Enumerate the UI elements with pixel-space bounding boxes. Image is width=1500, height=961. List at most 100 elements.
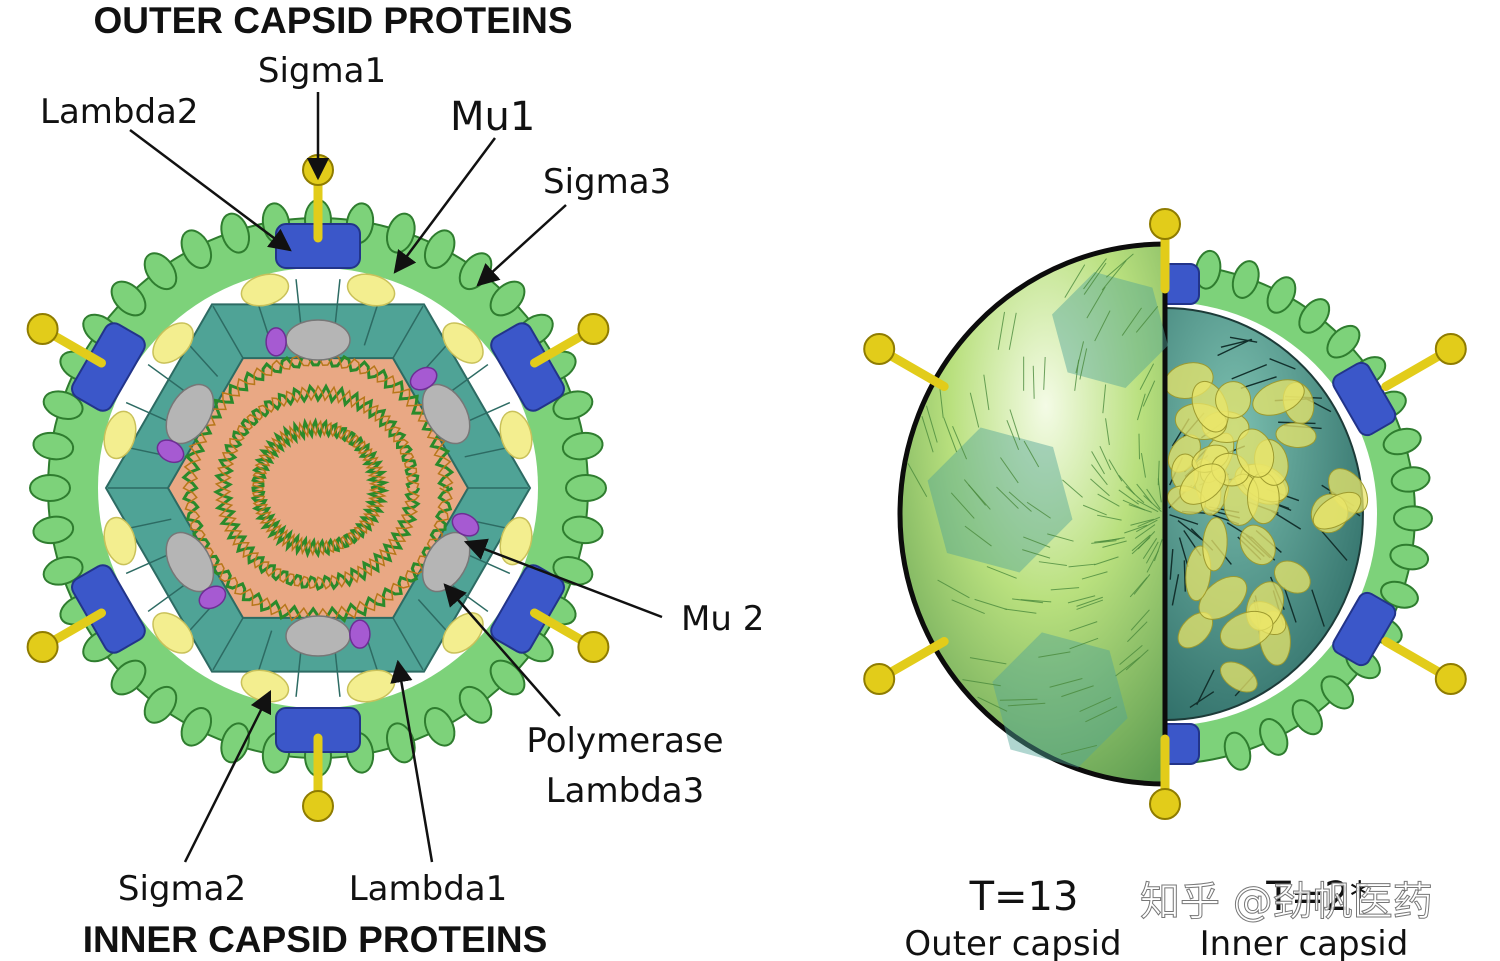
mesh-line	[1178, 537, 1189, 568]
mesh-line	[1026, 501, 1051, 519]
green-bump	[552, 390, 594, 421]
mesh-line	[1118, 489, 1139, 505]
green-bump	[1223, 731, 1252, 771]
sigma2-oval	[152, 612, 194, 654]
mesh-line	[1136, 519, 1158, 533]
polymerase-lambda3	[165, 319, 471, 657]
mesh-line	[1133, 574, 1151, 595]
mesh-line	[1153, 537, 1164, 562]
mesh-line	[1130, 518, 1154, 526]
label-polymerase: Polymerase	[526, 721, 723, 761]
label-arrows	[129, 92, 663, 863]
green-bump	[1390, 466, 1431, 493]
labels: OUTER CAPSID PROTEINS Sigma1 Lambda2 Mu1…	[40, 0, 1433, 961]
mesh-line	[974, 598, 1008, 610]
green-bump	[423, 229, 456, 269]
green-bump	[42, 390, 84, 421]
inner-capsid-heading: INNER CAPSID PROTEINS	[83, 919, 548, 960]
inner-oval	[1235, 428, 1275, 478]
cell-line	[392, 305, 424, 359]
mesh-line	[1076, 599, 1104, 610]
mesh-line	[1311, 589, 1325, 627]
green-bump	[1291, 699, 1323, 736]
sigma2-oval	[346, 273, 396, 307]
mesh-line	[999, 698, 1038, 701]
mesh-line	[1136, 499, 1159, 513]
mesh-line	[943, 417, 958, 453]
mesh-line	[1240, 376, 1277, 389]
sigma2-oval	[442, 322, 484, 364]
green-bump	[561, 515, 604, 545]
mesh-line	[1127, 621, 1148, 643]
green-bump	[1392, 505, 1433, 532]
mesh-line	[1069, 637, 1099, 650]
mesh-line	[1079, 348, 1088, 380]
mesh-line	[1146, 488, 1161, 510]
green-bump	[565, 474, 607, 502]
green-bump	[143, 252, 178, 291]
mesh-line	[1085, 706, 1118, 723]
mesh-line	[1062, 479, 1083, 498]
turret	[1332, 361, 1397, 437]
spike-head	[863, 663, 896, 695]
green-bump	[552, 555, 594, 586]
mesh-line	[1081, 571, 1108, 580]
mu2-cap	[156, 439, 185, 464]
green-bump	[143, 685, 178, 724]
mesh-line	[1000, 457, 1019, 484]
inner-oval	[1275, 422, 1317, 448]
sigma1-head	[26, 313, 59, 345]
green-bump	[423, 707, 456, 747]
mesh-line	[1136, 483, 1153, 504]
green-bump	[561, 431, 604, 461]
mesh-line	[1023, 536, 1051, 548]
mesh-line	[907, 463, 928, 498]
mesh-line	[1102, 540, 1127, 548]
outer-capsid-mesh	[907, 253, 1164, 755]
sigma1-head	[26, 631, 59, 663]
inner-oval	[1274, 560, 1311, 594]
lambda2-turrets	[71, 223, 565, 753]
mesh-line	[1142, 538, 1158, 559]
capsid-patch	[992, 632, 1128, 768]
mesh-line	[1102, 384, 1107, 414]
mesh-line	[1121, 307, 1142, 336]
mesh-line	[1008, 491, 1032, 512]
mesh-line	[1105, 253, 1134, 278]
mesh-line	[1283, 587, 1297, 623]
cell-line	[212, 617, 244, 671]
arrow-polymerase	[443, 583, 561, 717]
mesh-line	[1083, 258, 1107, 290]
mesh-line	[1196, 669, 1215, 706]
mesh-line	[1099, 445, 1112, 471]
mesh-line	[996, 486, 1019, 509]
mesh-line	[986, 566, 1017, 579]
mesh-line	[1135, 306, 1159, 333]
sigma1-head	[577, 631, 610, 663]
mesh-line	[1097, 514, 1122, 521]
green-bump	[1231, 260, 1260, 299]
spike-head	[1434, 663, 1467, 695]
spike-head	[1149, 208, 1181, 240]
sigma2-oval	[442, 612, 484, 654]
mesh-line	[1060, 744, 1098, 755]
mesh-line	[1142, 380, 1156, 407]
label-lambda1: Lambda1	[349, 869, 508, 909]
mesh-line	[962, 679, 1001, 687]
sigma2-oval	[240, 273, 290, 307]
mu2-caps	[156, 327, 480, 649]
label-outer-t: T=13	[969, 874, 1079, 920]
mesh-line	[1049, 678, 1083, 688]
inner-oval	[1219, 610, 1274, 650]
mesh-line	[1097, 493, 1120, 507]
label-inner-t: T=2*	[1265, 874, 1369, 920]
sigma2-oval	[103, 410, 137, 460]
inner-oval	[1312, 491, 1362, 530]
mesh-line	[1020, 599, 1052, 603]
sigma2-ovals	[103, 273, 533, 703]
mesh-line	[1171, 574, 1180, 606]
virus-cross-section	[26, 154, 610, 822]
green-bump	[110, 280, 147, 317]
mesh-line	[1189, 691, 1215, 708]
cell-line	[212, 305, 244, 359]
